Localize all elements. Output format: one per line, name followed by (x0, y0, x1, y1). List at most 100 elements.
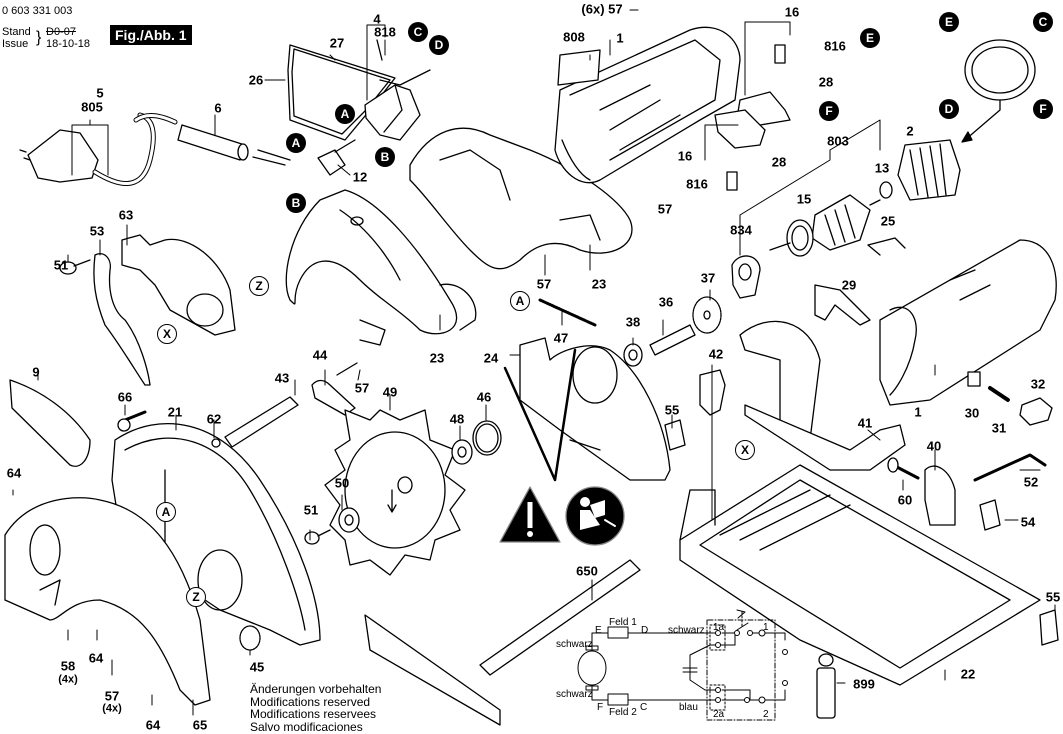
part-label: 25 (880, 213, 896, 229)
switch-terminal: 1 (763, 622, 769, 633)
part-label: 24 (483, 350, 499, 366)
part-label: 37 (700, 270, 716, 286)
part-label: 40 (926, 438, 942, 454)
scale-40 (924, 465, 956, 526)
part-label: 45 (249, 659, 265, 675)
part-label: 51 (53, 257, 69, 273)
screw-57-lever (336, 362, 358, 376)
part-label: 62 (206, 411, 222, 427)
riving-knife-53 (93, 253, 151, 386)
terminal-label: D (641, 625, 649, 636)
base-plate-22 (679, 464, 1041, 686)
part-label: 808 (563, 29, 585, 45)
screw-66 (123, 410, 147, 422)
connector-b: B (286, 193, 306, 213)
armature-803 (769, 194, 881, 257)
part-label: 36 (658, 294, 674, 310)
part-label: 29 (841, 277, 857, 293)
part-label: 48 (449, 411, 465, 427)
part-label: 63 (118, 207, 134, 223)
wire-label: blau (679, 702, 698, 713)
part-number: 0 603 331 003 (2, 5, 73, 17)
part-label: 60 (897, 492, 913, 508)
brush-holder-lower (714, 109, 766, 191)
connector-c: C (1033, 12, 1053, 32)
part-label: 57 (657, 201, 673, 217)
part-label: 43 (274, 370, 290, 386)
part-quantity: (4x) (102, 702, 122, 715)
part-label: 816 (824, 38, 846, 54)
label-sticker-808 (557, 49, 601, 86)
stand-label: Stand (2, 26, 31, 38)
part-label: 1 (616, 30, 624, 46)
part-label: 30 (964, 405, 980, 421)
part-label: 12 (352, 169, 368, 185)
handle-half-front (285, 189, 477, 346)
leader-lines (12, 9, 1056, 716)
part-label: 54 (1020, 514, 1036, 530)
guide-41 (744, 404, 906, 471)
gear-37 (692, 296, 722, 334)
wire-label: schwarz (556, 639, 593, 650)
part-label: 47 (553, 330, 569, 346)
motor-housing-1 (879, 239, 1057, 406)
connector-a: A (335, 104, 355, 124)
grease-tube-899 (816, 653, 836, 719)
cable-26-27 (287, 44, 431, 141)
cord-sleeve (177, 124, 291, 166)
part-label: 834 (730, 222, 752, 238)
part-label: 38 (625, 314, 641, 330)
part-label: 64 (6, 465, 22, 481)
read-manual-icon (565, 486, 625, 546)
part-label: 65 (192, 717, 208, 733)
part-label: 1 (914, 404, 922, 420)
part-label: 23 (429, 350, 445, 366)
suppressor-12 (317, 139, 356, 176)
switch-4 (364, 39, 421, 141)
part-label: 55 (664, 402, 680, 418)
part-label: 9 (32, 364, 40, 380)
knob-32 (1019, 397, 1053, 426)
warning-triangle-icon (499, 486, 561, 543)
connector-d: D (429, 35, 449, 55)
spring-31 (988, 386, 1010, 402)
knob-54 (979, 499, 1001, 531)
part-label: 805 (81, 99, 103, 115)
knob-55-left (664, 419, 686, 451)
part-label: 66 (117, 389, 133, 405)
spring-47 (538, 298, 597, 327)
part-label: 650 (576, 563, 598, 579)
part-label: 15 (796, 191, 812, 207)
blade-guard-21 (111, 422, 321, 646)
part-label: 28 (818, 74, 834, 90)
parallel-guide-650 (364, 559, 641, 726)
part-label: 818 (374, 24, 396, 40)
switch-terminal: 1a (713, 622, 725, 633)
figure-label: Fig./Abb. 1 (110, 25, 192, 45)
blade-guard-24 (519, 337, 671, 481)
screw-66-head (117, 418, 131, 432)
part-label: 41 (857, 415, 873, 431)
issue-label: Issue (2, 38, 29, 50)
ring-46 (472, 420, 502, 456)
screw-60-head (887, 457, 899, 473)
power-cord-plug (19, 112, 178, 187)
part-label: 58 (60, 658, 76, 674)
stator-end-view (961, 39, 1036, 143)
handle-half-rear (409, 127, 633, 270)
part-label: 27 (329, 35, 345, 51)
note-line: Salvo modificaciones (250, 719, 363, 734)
part-label: 5 (96, 85, 104, 101)
washer-62 (211, 438, 221, 448)
cover-plate-29 (814, 284, 871, 326)
part-label: 23 (591, 276, 607, 292)
bevel-bracket-42 (699, 320, 821, 441)
reference-a: A (510, 291, 530, 311)
connector-e: E (939, 12, 959, 32)
wrench-52 (973, 453, 1047, 482)
part-label: 16 (784, 4, 800, 20)
part-label: 2 (906, 123, 914, 139)
shaft-36 (649, 324, 696, 356)
part-label: 57 (354, 380, 370, 396)
